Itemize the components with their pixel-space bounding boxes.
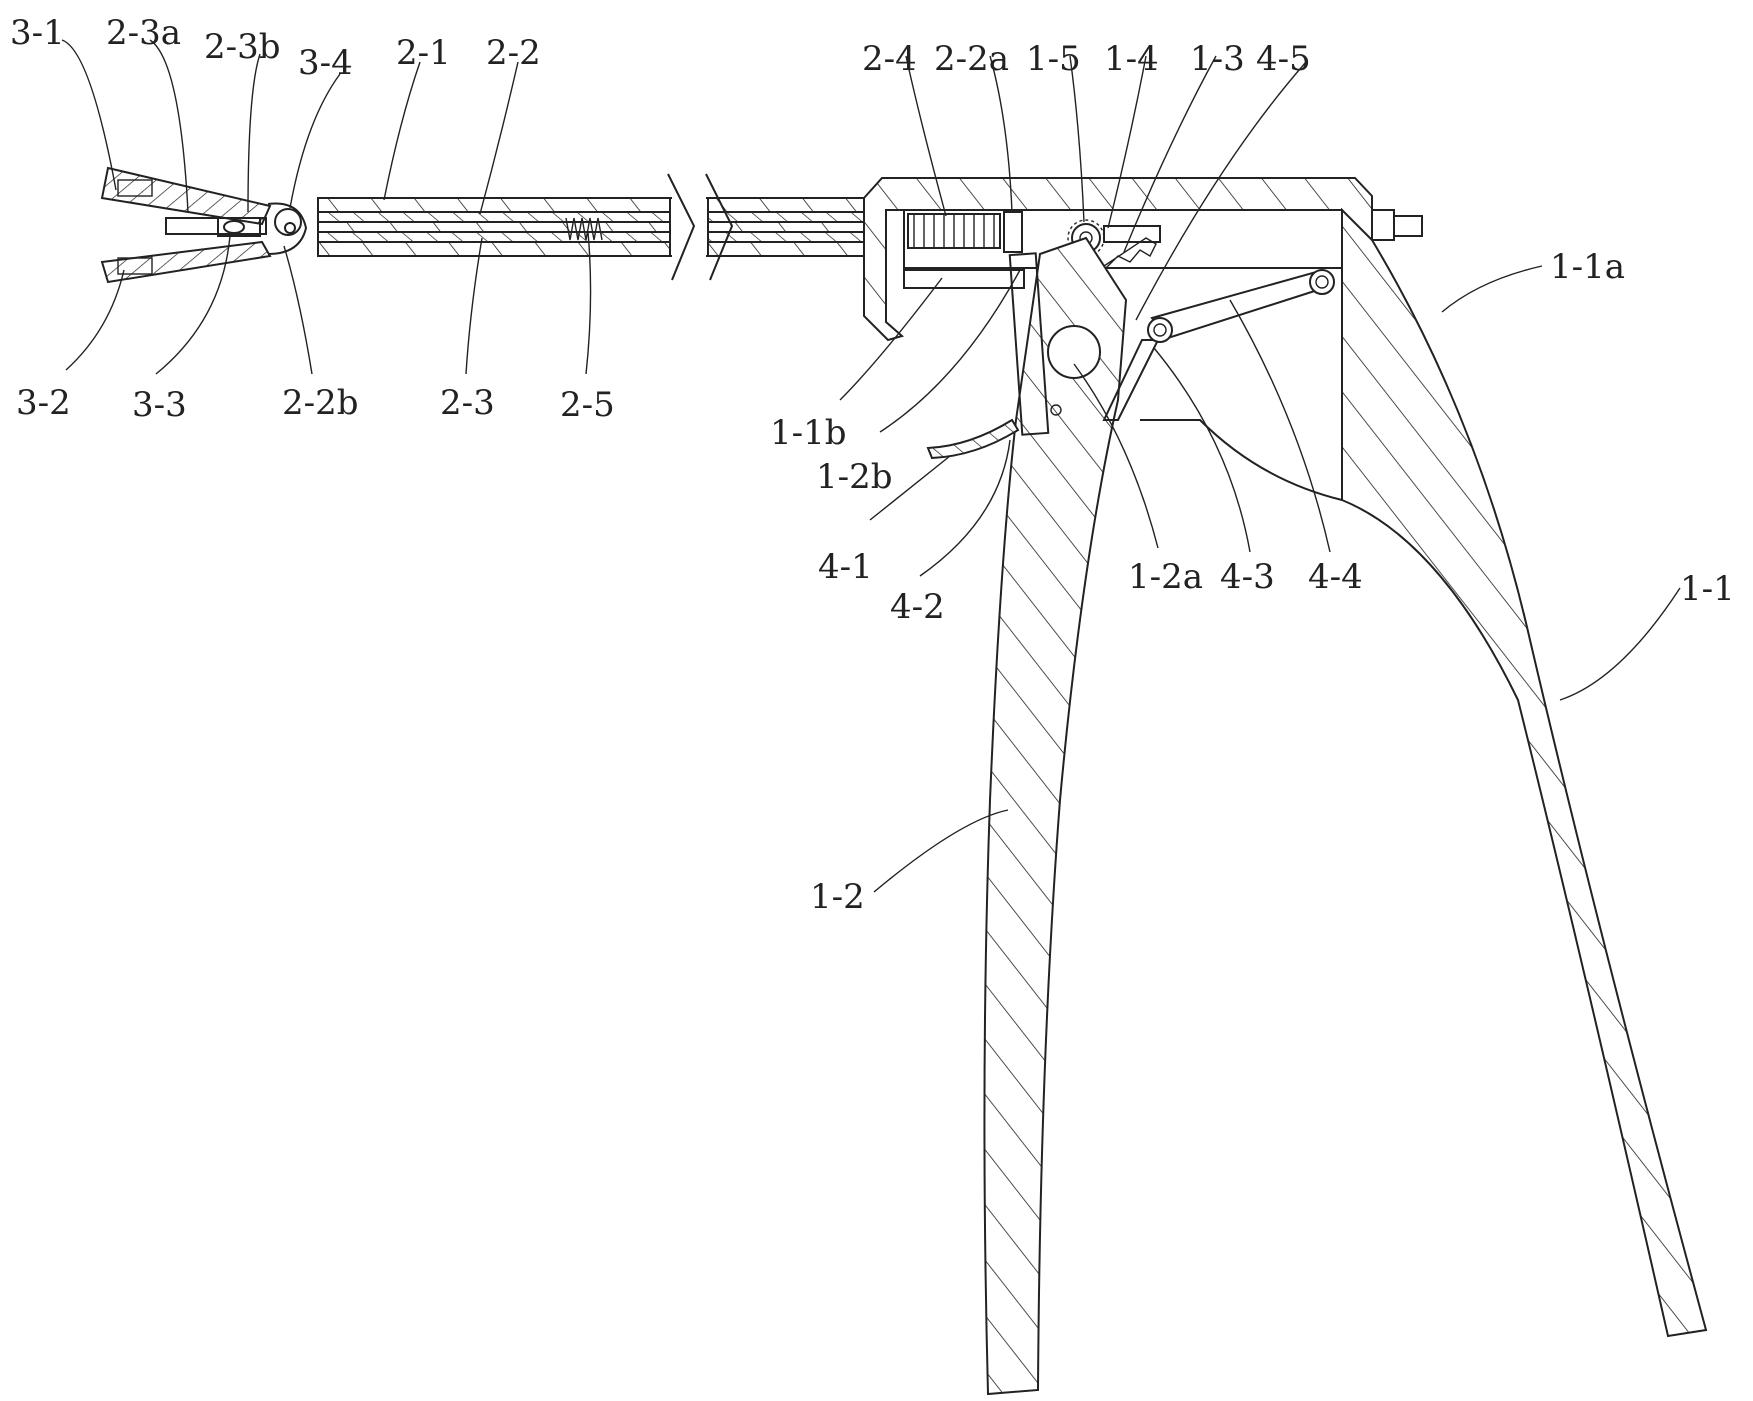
label-2-3a: 2-3a	[106, 13, 181, 53]
label-1-2b: 1-2b	[816, 457, 893, 497]
label-3-1: 3-1	[10, 13, 65, 53]
label-4-3: 4-3	[1220, 557, 1275, 597]
jaw-hinge	[165, 202, 308, 255]
spring-2-4	[907, 211, 1023, 253]
label-2-2b: 2-2b	[282, 383, 359, 423]
label-2-3b: 2-3b	[204, 27, 281, 67]
housing	[863, 177, 1423, 342]
linkage	[1102, 269, 1335, 421]
label-2-5: 2-5	[560, 385, 615, 425]
label-2-4: 2-4	[862, 39, 917, 79]
movable-handle	[983, 236, 1128, 1396]
label-1-2a: 1-2a	[1128, 557, 1203, 597]
label-1-3: 1-3	[1190, 39, 1245, 79]
rack-1-3	[1103, 225, 1161, 271]
label-1-5: 1-5	[1026, 39, 1081, 79]
label-2-2a: 2-2a	[934, 39, 1009, 79]
upper-jaw	[100, 166, 272, 226]
label-3-4: 3-4	[298, 43, 353, 83]
label-4-1: 4-1	[818, 547, 873, 587]
part-labels: 3-1 2-3a 2-3b 3-4 2-1 2-2 3-2 3-3 2-2b 2…	[10, 13, 1735, 917]
label-4-5: 4-5	[1256, 39, 1311, 79]
label-1-2: 1-2	[810, 877, 865, 917]
spring-2-5	[565, 217, 603, 241]
shaft-outer-tube	[317, 197, 865, 257]
label-2-2: 2-2	[486, 33, 541, 73]
label-3-3: 3-3	[132, 385, 187, 425]
label-1-1a: 1-1a	[1550, 247, 1625, 287]
label-4-4: 4-4	[1308, 557, 1363, 597]
trigger-4-1	[926, 418, 1020, 460]
label-1-4: 1-4	[1104, 39, 1159, 79]
label-2-3: 2-3	[440, 383, 495, 423]
label-2-1: 2-1	[396, 33, 451, 73]
label-1-1b: 1-1b	[770, 413, 847, 453]
label-4-2: 4-2	[890, 587, 945, 627]
leader-lines	[61, 39, 1681, 893]
shaft-break-marks	[667, 170, 734, 282]
label-1-1: 1-1	[1680, 569, 1735, 609]
lower-jaw	[100, 240, 272, 284]
label-3-2: 3-2	[16, 383, 71, 423]
fixed-handle	[1140, 207, 1708, 1338]
